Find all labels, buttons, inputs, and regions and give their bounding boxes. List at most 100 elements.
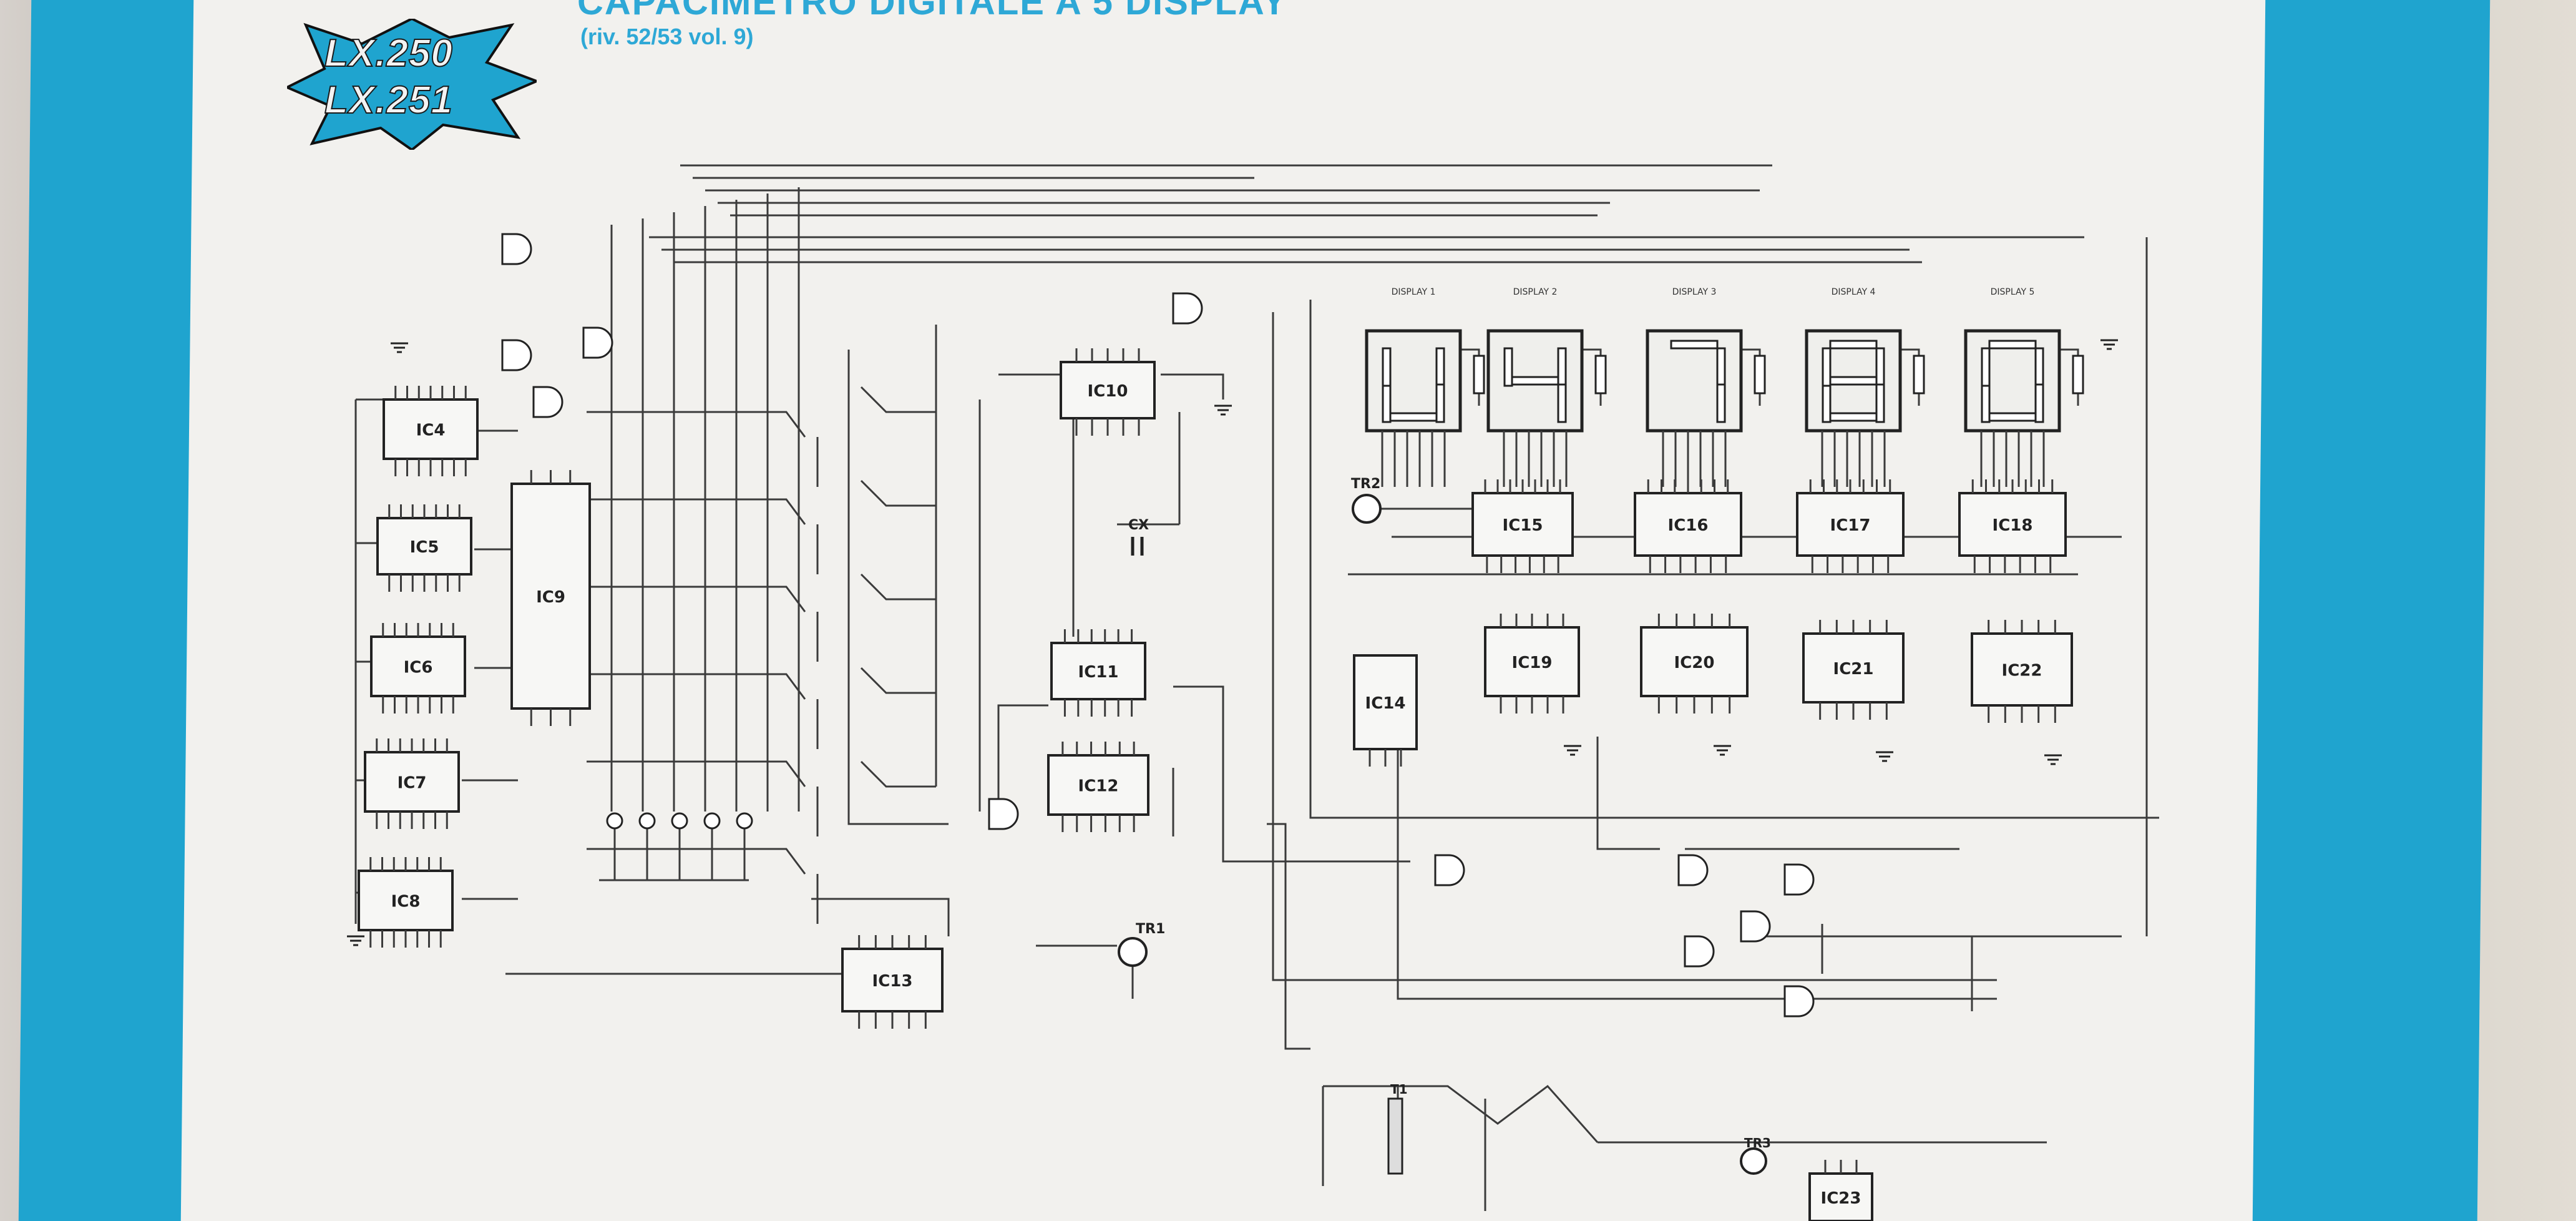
display-segment (1511, 376, 1559, 386)
display-segment (1829, 340, 1878, 350)
t1-label: T1 (1390, 1082, 1408, 1097)
display-label: DISPLAY 5 (1991, 287, 2035, 297)
display-segment (1822, 347, 1832, 387)
display-label: DISPLAY 4 (1832, 287, 1876, 297)
switch-wire (587, 586, 806, 612)
chip-label: IC20 (1674, 654, 1715, 672)
chip-label: IC4 (416, 421, 446, 440)
led-icon (736, 812, 753, 830)
chip-label: IC13 (872, 972, 913, 991)
display-segment (1435, 347, 1445, 387)
transistor-icon (1352, 494, 1382, 524)
chip-ic12: IC12 (1047, 742, 1149, 832)
ground-icon (1714, 745, 1731, 756)
chip-label: IC7 (398, 774, 427, 793)
chip-label: IC10 (1088, 382, 1128, 401)
resistor-icon (1473, 355, 1485, 395)
logic-gate-icon (532, 386, 564, 418)
wire (1309, 300, 2159, 819)
chip-body (358, 870, 454, 931)
switch-wire (587, 498, 806, 525)
chip-label: IC14 (1365, 694, 1406, 713)
chip-body (1971, 632, 2073, 707)
chip-ic17: IC17 (1796, 479, 1905, 573)
tr3-label: TR3 (1744, 1135, 1771, 1150)
wire (1596, 737, 1660, 850)
logic-gate-icon (1172, 292, 1203, 325)
chip-body (1640, 626, 1749, 697)
chip-label: IC15 (1503, 516, 1543, 535)
led-icon (638, 812, 656, 830)
chip-label: IC16 (1668, 516, 1709, 535)
psu-wire (1398, 1084, 1599, 1143)
page-subtitle: (riv. 52/53 vol. 9) (580, 24, 754, 49)
display-segment (1716, 347, 1726, 387)
psu-wire (1323, 1085, 1399, 1174)
ground-icon (1876, 751, 1893, 762)
chip-ic6: IC6 (370, 623, 466, 713)
display-4: DISPLAY 48 (1805, 287, 1925, 487)
switch-wire (587, 411, 806, 438)
chip-body (370, 635, 466, 697)
chip-ic5: IC5 (376, 504, 472, 592)
resistor-icon (1754, 355, 1766, 395)
chip-label: IC17 (1830, 516, 1871, 535)
chip-label: IC11 (1078, 663, 1119, 682)
display-segment (1716, 383, 1726, 423)
transistor-icon (1740, 1147, 1767, 1175)
switch-wire (847, 350, 949, 825)
display-segment (1435, 383, 1445, 423)
chip-ic15: IC15 (1471, 479, 1574, 573)
switch-wire (587, 848, 806, 875)
display-segment (1557, 383, 1567, 423)
chip-ic20: IC20 (1640, 614, 1749, 713)
display-1: DISPLAY 1U (1365, 287, 1485, 487)
chip-ic4: IC4 (383, 386, 479, 476)
wire (1272, 312, 1997, 981)
led-icon (703, 812, 721, 830)
chip-body (1958, 492, 2067, 557)
display-segment (1981, 347, 1991, 387)
logic-gate-icon (1783, 863, 1815, 896)
chip-body (1047, 754, 1149, 816)
kit-badge: LX.250 LX.251 (284, 17, 540, 152)
chip-ic9: IC9 (510, 470, 591, 726)
ground-icon (2100, 339, 2118, 350)
led-icon (606, 812, 623, 830)
led-icon (671, 812, 688, 830)
chip-ic22: IC22 (1971, 620, 2073, 723)
display-label: DISPLAY 2 (1513, 287, 1558, 297)
display-2: DISPLAY 24 (1486, 287, 1607, 487)
chip-body (1796, 492, 1905, 557)
switch-wire (860, 573, 936, 601)
switch-wire (860, 760, 936, 788)
transistor-icon (1118, 937, 1148, 967)
badge-star-icon (284, 17, 540, 152)
display-segment (1557, 347, 1567, 387)
chip-label: IC19 (1512, 654, 1553, 672)
badge-line-2: LX.251 (324, 78, 453, 122)
ground-icon (391, 342, 408, 353)
display-5: DISPLAY 50 (1964, 287, 2084, 487)
chip-ic11: IC11 (1050, 629, 1146, 717)
wire (1173, 685, 1410, 863)
chip-ic23: IC23 (1808, 1160, 1873, 1221)
display-segment (1988, 412, 2037, 422)
resistor-icon (1913, 355, 1925, 395)
wire (1161, 373, 1224, 400)
logic-gate-icon (1740, 910, 1771, 943)
chip-ic10: IC10 (1060, 348, 1156, 436)
chip-body (1353, 654, 1418, 750)
display-segment (1875, 347, 1885, 387)
badge-line-1: LX.250 (324, 31, 453, 76)
logic-gate-icon (1783, 985, 1815, 1017)
display-3: DISPLAY 37 (1646, 287, 1766, 487)
wire (811, 898, 950, 936)
chip-body (841, 948, 944, 1013)
chip-label: IC5 (410, 538, 439, 557)
chip-label: IC18 (1993, 516, 2033, 535)
chip-body (1471, 492, 1574, 557)
logic-gate-icon (1677, 854, 1709, 886)
